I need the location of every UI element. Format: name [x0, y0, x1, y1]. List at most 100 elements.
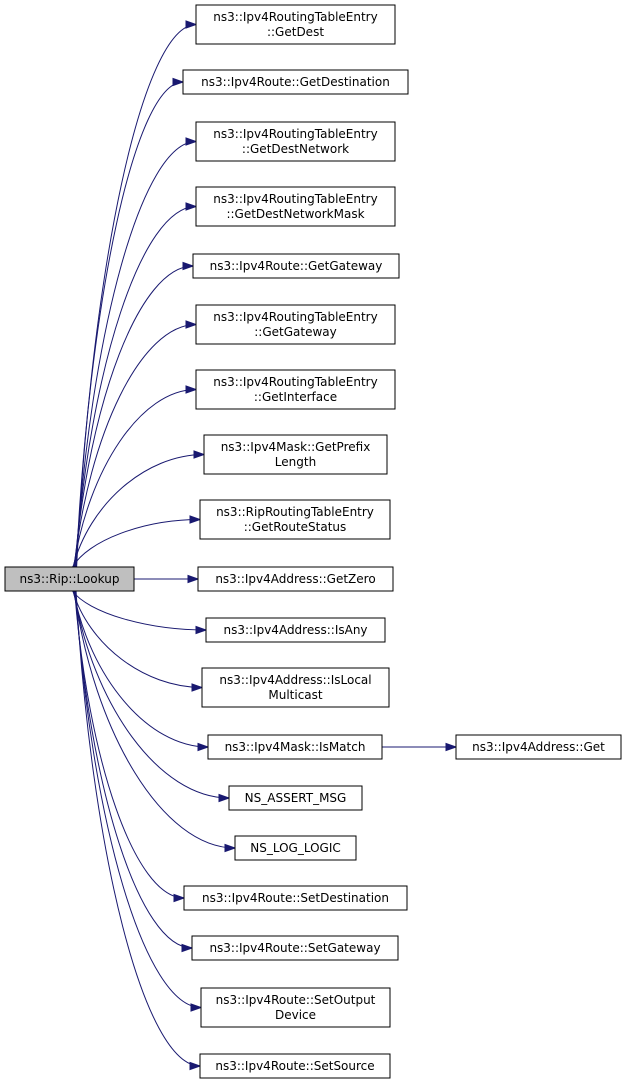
node-setdestination[interactable]: ns3::Ipv4Route::SetDestination — [183, 885, 408, 911]
edge-lookup-to-setgateway-arrowhead — [181, 943, 194, 953]
node-getdestnetworkmask-label-1: ns3::Ipv4RoutingTableEntry — [213, 192, 377, 206]
node-ns-log-logic[interactable]: NS_LOG_LOGIC — [234, 835, 357, 861]
node-getroutestatus-box — [199, 499, 391, 540]
node-getinterface-label-2: ::GetInterface — [254, 390, 337, 404]
edge-lookup-to-getroutestatus — [72, 515, 202, 568]
node-ns-assert-msg-label-1: NS_ASSERT_MSG — [245, 791, 347, 805]
root-node-lookup[interactable]: ns3::Rip::Lookup — [4, 566, 135, 592]
edge-lookup-to-ns-assert-msg — [73, 590, 231, 803]
node-setgateway-label-1: ns3::Ipv4Route::SetGateway — [209, 941, 380, 955]
edge-lookup-to-getdest-line — [76, 24, 197, 568]
edge-lookup-to-setdestination-arrowhead — [173, 893, 186, 903]
node-ns-log-logic-box — [234, 835, 357, 861]
node-ismatch-label-1: ns3::Ipv4Mask::IsMatch — [225, 740, 366, 754]
root-node-lookup-box — [4, 566, 135, 592]
node-route-getgateway-box — [192, 253, 400, 279]
node-getroutestatus[interactable]: ns3::RipRoutingTableEntry::GetRouteStatu… — [199, 499, 391, 540]
node-entry-getgateway-label-1: ns3::Ipv4RoutingTableEntry — [213, 310, 377, 324]
node-route-getdestination-box — [182, 69, 409, 95]
node-setoutputdevice-label-1: ns3::Ipv4Route::SetOutput — [216, 993, 376, 1007]
node-ipv4address-get[interactable]: ns3::Ipv4Address::Get — [455, 734, 622, 760]
node-islocalmulticast-label-2: Multicast — [268, 688, 323, 702]
call-edges — [72, 20, 458, 1071]
node-getdestnetwork-label-2: ::GetDestNetwork — [242, 142, 349, 156]
edge-lookup-to-ismatch-line — [72, 590, 209, 748]
node-entry-getgateway[interactable]: ns3::Ipv4RoutingTableEntry::GetGateway — [195, 304, 396, 345]
edge-lookup-to-getprefixlength-arrowhead — [193, 450, 206, 459]
call-nodes: ns3::Rip::Lookup ns3::Ipv4RoutingTableEnt… — [4, 4, 622, 1079]
node-getdestnetwork-box — [195, 121, 396, 162]
node-entry-getgateway-box — [195, 304, 396, 345]
node-getdestnetworkmask[interactable]: ns3::Ipv4RoutingTableEntry::GetDestNetwo… — [195, 186, 396, 227]
node-ns-assert-msg-box — [228, 785, 363, 811]
edge-lookup-to-setsource-line — [75, 590, 201, 1067]
edge-lookup-to-getdestnetwork — [75, 137, 198, 568]
node-getinterface-box — [195, 369, 396, 410]
node-route-getdestination[interactable]: ns3::Ipv4Route::GetDestination — [182, 69, 409, 95]
node-getinterface[interactable]: ns3::Ipv4RoutingTableEntry::GetInterface — [195, 369, 396, 410]
node-getdest[interactable]: ns3::Ipv4RoutingTableEntry::GetDest — [195, 4, 396, 45]
node-getdest-label-1: ns3::Ipv4RoutingTableEntry — [213, 10, 377, 24]
node-setoutputdevice-label-2: Device — [275, 1008, 316, 1022]
node-getprefixlength-label-1: ns3::Ipv4Mask::GetPrefix — [221, 440, 371, 454]
edge-lookup-to-ns-log-logic-line — [73, 590, 236, 849]
node-setdestination-label-1: ns3::Ipv4Route::SetDestination — [202, 891, 389, 905]
edge-lookup-to-getroutestatus-arrowhead — [189, 515, 202, 524]
edge-lookup-to-setoutputdevice-arrowhead — [190, 1003, 203, 1012]
edge-lookup-to-ns-assert-msg-line — [73, 590, 230, 799]
edge-lookup-to-getprefixlength-line — [72, 454, 205, 568]
node-setoutputdevice-box — [200, 987, 391, 1028]
node-getdestnetwork-label-1: ns3::Ipv4RoutingTableEntry — [213, 127, 377, 141]
edge-lookup-to-ns-assert-msg-arrowhead — [218, 793, 231, 803]
node-islocalmulticast-label-1: ns3::Ipv4Address::IsLocal — [219, 673, 371, 687]
edge-ismatch-to-ipv4address-get — [382, 742, 458, 752]
node-getdestnetwork[interactable]: ns3::Ipv4RoutingTableEntry::GetDestNetwo… — [195, 121, 396, 162]
node-getinterface-label-1: ns3::Ipv4RoutingTableEntry — [213, 375, 377, 389]
node-ismatch-box — [207, 734, 383, 760]
node-setsource[interactable]: ns3::Ipv4Route::SetSource — [199, 1053, 391, 1079]
node-getprefixlength-box — [203, 434, 388, 475]
edge-lookup-to-isany-arrowhead — [195, 625, 208, 635]
edge-lookup-to-islocalmulticast-line — [72, 590, 203, 688]
node-ns-assert-msg[interactable]: NS_ASSERT_MSG — [228, 785, 363, 811]
node-entry-getgateway-label-2: ::GetGateway — [254, 325, 336, 339]
edge-lookup-to-getzero-arrowhead — [187, 574, 200, 584]
edge-lookup-to-setsource-arrowhead — [189, 1061, 202, 1071]
node-getdestnetworkmask-box — [195, 186, 396, 227]
node-setsource-label-1: ns3::Ipv4Route::SetSource — [215, 1059, 374, 1073]
edge-lookup-to-entry-getgateway-line — [73, 324, 197, 568]
node-isany-label-1: ns3::Ipv4Address::IsAny — [223, 623, 367, 637]
node-isany[interactable]: ns3::Ipv4Address::IsAny — [205, 617, 386, 643]
node-getdest-label-2: ::GetDest — [267, 25, 324, 39]
edge-lookup-to-route-getdestination-line — [75, 81, 184, 568]
node-setdestination-box — [183, 885, 408, 911]
edge-lookup-to-ismatch-arrowhead — [197, 742, 210, 752]
node-isany-box — [205, 617, 386, 643]
edge-lookup-to-getdestnetworkmask-line — [74, 206, 197, 568]
edge-lookup-to-getinterface — [73, 385, 198, 568]
node-setsource-box — [199, 1053, 391, 1079]
edge-lookup-to-route-getgateway-arrowhead — [182, 261, 195, 271]
edge-lookup-to-ns-log-logic-arrowhead — [224, 843, 237, 853]
node-getzero[interactable]: ns3::Ipv4Address::GetZero — [197, 566, 394, 592]
edge-lookup-to-getroutestatus-line — [72, 519, 201, 568]
node-getdestnetworkmask-label-2: ::GetDestNetworkMask — [226, 207, 364, 221]
edge-ismatch-to-ipv4address-get-arrowhead — [445, 742, 458, 752]
node-route-getgateway[interactable]: ns3::Ipv4Route::GetGateway — [192, 253, 400, 279]
node-setgateway[interactable]: ns3::Ipv4Route::SetGateway — [191, 935, 399, 961]
edge-lookup-to-setdestination — [74, 590, 186, 903]
node-route-getgateway-label-1: ns3::Ipv4Route::GetGateway — [210, 259, 383, 273]
node-ipv4address-get-label-1: ns3::Ipv4Address::Get — [472, 740, 605, 754]
edge-lookup-to-getdest-arrowhead — [185, 20, 198, 29]
edge-lookup-to-entry-getgateway-arrowhead — [185, 320, 198, 329]
node-ismatch[interactable]: ns3::Ipv4Mask::IsMatch — [207, 734, 383, 760]
edge-lookup-to-setsource — [75, 590, 202, 1071]
edge-lookup-to-ismatch — [72, 590, 210, 752]
node-getroutestatus-label-1: ns3::RipRoutingTableEntry — [216, 505, 374, 519]
edge-lookup-to-isany — [72, 590, 208, 635]
root-node-lookup-label-1: ns3::Rip::Lookup — [20, 572, 120, 586]
